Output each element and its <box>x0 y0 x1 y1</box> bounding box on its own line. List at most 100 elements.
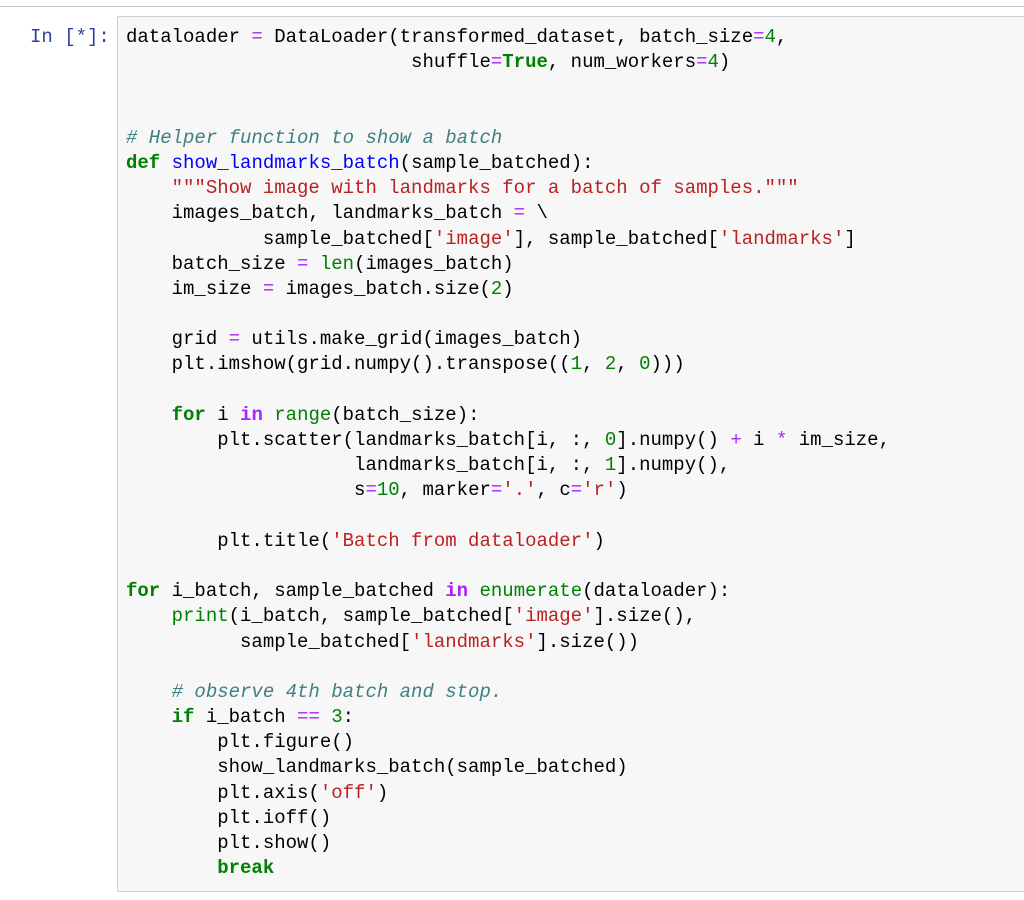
code-line <box>126 655 890 680</box>
code-token: plt.axis( <box>126 781 320 804</box>
code-token: 'Batch from dataloader' <box>331 529 594 552</box>
code-token: = <box>570 479 583 502</box>
code-token: ].size(), <box>593 605 697 628</box>
code-token <box>308 253 319 275</box>
code-token: 3 <box>331 706 343 729</box>
code-line: if i_batch == 3: <box>126 705 890 730</box>
code-token: + <box>730 429 742 451</box>
code-token: DataLoader(transformed_dataset, batch_si… <box>262 26 754 48</box>
code-token: = <box>490 479 503 502</box>
code-token: : <box>342 706 355 729</box>
code-token: ) <box>376 781 389 804</box>
code-token: ) <box>502 277 514 300</box>
code-line: im_size = images_batch.size(2) <box>126 277 890 302</box>
code-token: , c <box>536 479 571 502</box>
code-line: for i in range(batch_size): <box>126 403 890 428</box>
code-token: in <box>240 403 263 426</box>
code-token: ], sample_batched[ <box>513 227 719 250</box>
code-token: sample_batched[ <box>126 630 412 653</box>
code-token: enumerate <box>479 580 583 603</box>
code-token: print <box>171 605 229 628</box>
code-line: plt.scatter(landmarks_batch[i, :, 0].num… <box>126 428 890 453</box>
code-token: = <box>297 252 309 275</box>
code-line <box>126 302 890 327</box>
code-token: 'r' <box>582 479 617 502</box>
code-token: show_landmarks_batch <box>171 151 400 174</box>
code-token: i <box>741 429 776 451</box>
code-token: \ <box>525 202 548 225</box>
code-token: ].size()) <box>536 630 640 653</box>
code-token: len <box>319 252 355 275</box>
code-line: sample_batched['landmarks'].size()) <box>126 630 890 655</box>
code-token: ) <box>718 51 731 74</box>
code-token: True <box>502 51 548 74</box>
code-token: 'image' <box>513 605 594 628</box>
code-token: batch_size <box>126 252 298 275</box>
code-token: im_size <box>126 277 263 300</box>
code-token: = <box>513 202 526 225</box>
code-token: grid <box>126 328 229 351</box>
code-line: batch_size = len(images_batch) <box>126 252 890 277</box>
code-token: """Show image with landmarks for a batch… <box>171 177 799 200</box>
code-token: plt.scatter(landmarks_batch[i, :, <box>126 429 605 451</box>
code-line: grid = utils.make_grid(images_batch) <box>126 327 890 352</box>
code-token: (batch_size): <box>331 403 480 426</box>
code-token: ].numpy(), <box>616 454 731 477</box>
code-line <box>126 75 890 100</box>
code-token: plt.title( <box>126 529 332 552</box>
code-token <box>126 605 172 627</box>
code-token: utils.make_grid(images_batch) <box>240 328 583 351</box>
code-token: = <box>696 51 708 74</box>
code-line <box>126 101 890 126</box>
code-line: plt.imshow(grid.numpy().transpose((1, 2,… <box>126 352 890 377</box>
code-editor[interactable]: dataloader = DataLoader(transformed_data… <box>126 25 890 881</box>
code-token: # observe 4th batch and stop. <box>171 680 503 703</box>
code-token: images_batch, landmarks_batch <box>126 202 514 225</box>
code-token: ].numpy() <box>616 429 731 451</box>
code-token: for <box>126 580 161 603</box>
code-token: def <box>126 151 161 174</box>
code-token: 'landmarks' <box>411 630 537 653</box>
code-token: = <box>490 51 503 74</box>
input-prompt: In [*]: <box>30 26 110 48</box>
code-token: , num_workers <box>547 51 697 74</box>
code-token: plt.figure() <box>126 731 355 754</box>
code-token <box>126 706 172 728</box>
code-token: == <box>297 706 320 729</box>
code-token: 'off' <box>319 781 377 804</box>
code-token <box>160 152 171 174</box>
code-token: (images_batch) <box>354 252 514 275</box>
code-token: = <box>228 328 241 351</box>
code-line: shuffle=True, num_workers=4) <box>126 50 890 75</box>
code-token: shuffle <box>126 51 491 74</box>
code-line: # observe 4th batch and stop. <box>126 680 890 705</box>
code-cell[interactable]: dataloader = DataLoader(transformed_data… <box>117 16 1024 892</box>
code-line: plt.axis('off') <box>126 781 890 806</box>
code-token: plt.imshow(grid.numpy().transpose(( <box>126 353 571 376</box>
code-token <box>126 404 172 426</box>
code-token: = <box>262 277 275 300</box>
code-token: (i_batch, sample_batched[ <box>228 605 514 628</box>
code-token: sample_batched[ <box>126 227 434 250</box>
code-token: dataloader <box>126 26 252 48</box>
code-line: plt.figure() <box>126 730 890 755</box>
code-token: images_batch <box>274 277 423 300</box>
code-token: range <box>274 403 332 426</box>
code-token: = <box>365 479 377 502</box>
code-token: * <box>775 429 788 451</box>
code-line <box>126 554 890 579</box>
code-line: print(i_batch, sample_batched['image'].s… <box>126 604 890 629</box>
code-token <box>126 681 172 703</box>
code-line: plt.show() <box>126 831 890 856</box>
code-token: for <box>171 403 206 426</box>
code-line: landmarks_batch[i, :, 1].numpy(), <box>126 453 890 478</box>
code-token: = <box>251 26 263 48</box>
code-token: 10 <box>376 479 400 502</box>
code-token: plt.ioff() <box>126 806 332 829</box>
code-token: s <box>126 479 366 502</box>
code-token: 'image' <box>433 227 514 250</box>
code-line <box>126 378 890 403</box>
code-token: i <box>205 403 241 426</box>
code-token <box>126 857 217 879</box>
code-token: ] <box>844 227 856 250</box>
